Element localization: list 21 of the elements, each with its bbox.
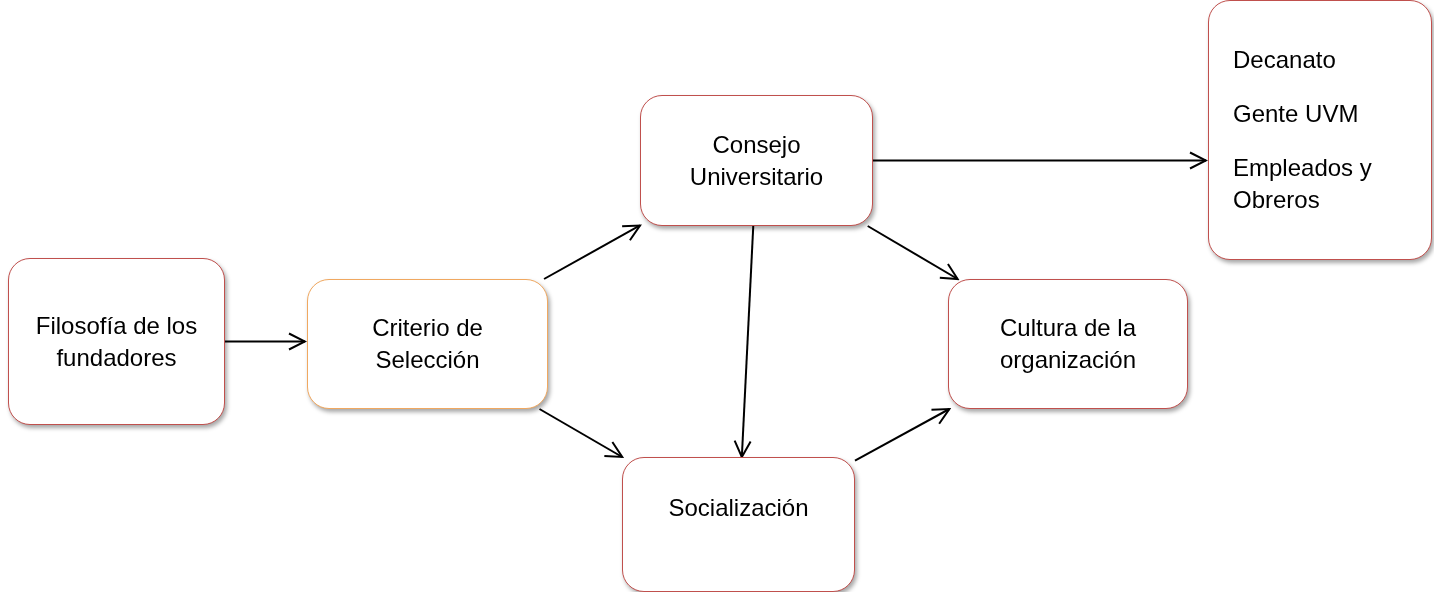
node-label: Empleados y Obreros <box>1233 153 1373 215</box>
node-label: Decanato <box>1233 45 1336 75</box>
arrow <box>872 151 1207 170</box>
rounded-box <box>640 95 873 226</box>
rounded-box <box>307 279 548 409</box>
arrow <box>538 408 624 458</box>
node-label: Consejo Universitario <box>688 129 825 192</box>
rounded-box <box>948 279 1188 409</box>
rounded-box <box>622 457 855 592</box>
node-label: Filosofía de los fundadores <box>34 310 199 373</box>
node-label: Socialización <box>668 493 809 523</box>
node-label: Criterio de Selección <box>371 313 484 375</box>
arrow <box>866 225 959 280</box>
node-label: Cultura de la organización <box>998 313 1138 375</box>
rounded-box <box>8 258 225 425</box>
arrow <box>543 224 641 280</box>
rounded-box <box>1208 0 1432 260</box>
arrow <box>733 225 755 458</box>
node-label: Gente UVM <box>1233 99 1359 129</box>
arrow <box>224 332 306 351</box>
arrow <box>854 408 951 462</box>
